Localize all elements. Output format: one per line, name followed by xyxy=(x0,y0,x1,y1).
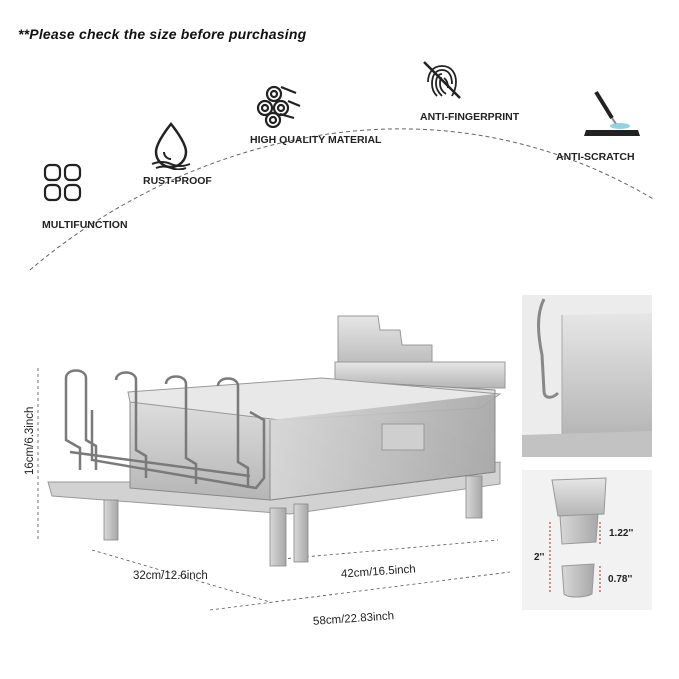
feature-label: RUST-PROOF xyxy=(143,175,212,187)
foot-closeup xyxy=(522,470,652,610)
scratch-tool-icon xyxy=(584,90,640,136)
metal-rolls-icon xyxy=(256,85,301,129)
label-plate xyxy=(381,423,425,451)
feature-multifunction xyxy=(42,162,84,209)
no-fingerprint-icon xyxy=(423,61,461,99)
grid-icon xyxy=(43,163,82,202)
foot-detail-panel xyxy=(522,470,652,610)
foot-total-height: 2'' xyxy=(534,552,545,563)
size-notice: **Please check the size before purchasin… xyxy=(18,26,307,42)
feature-label: MULTIFUNCTION xyxy=(42,219,128,231)
feature-anti-scratch xyxy=(582,88,644,149)
handle-detail-panel xyxy=(522,295,652,457)
feature-label: ANTI-SCRATCH xyxy=(556,151,635,163)
handle-closeup xyxy=(522,295,652,457)
height-dimension: 16cm/6.3inch xyxy=(24,406,36,475)
feature-label: HIGH QUALITY MATERIAL xyxy=(250,134,382,146)
feature-anti-fingerprint xyxy=(418,56,466,109)
foot-lower-height: 0.78'' xyxy=(608,574,633,585)
feature-rust-proof xyxy=(148,120,194,175)
depth-dimension: 32cm/12.6inch xyxy=(133,570,208,582)
water-drop-icon xyxy=(151,122,191,171)
foot-upper-height: 1.22'' xyxy=(609,528,634,539)
feature-label: ANTI-FINGERPRINT xyxy=(420,111,520,123)
feature-high-quality xyxy=(254,84,304,133)
